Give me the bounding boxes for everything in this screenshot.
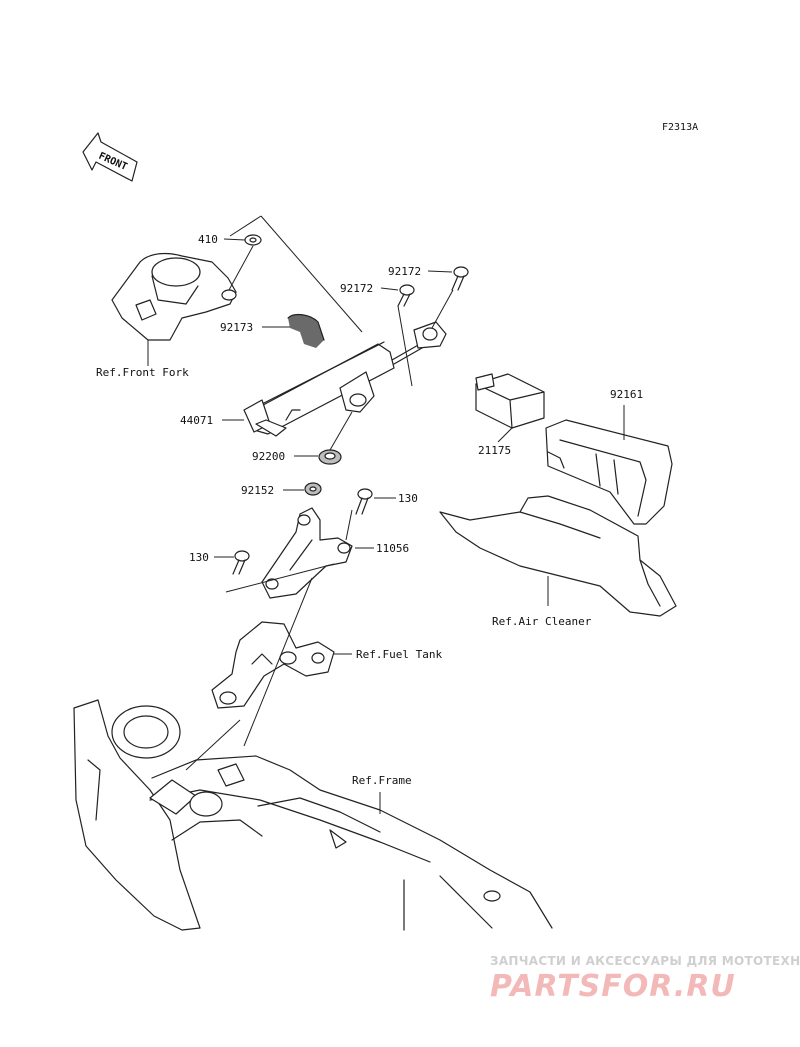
steering-damper-44071	[243, 321, 447, 437]
frame-ref	[73, 699, 553, 931]
watermark-logo: PARTSFOR.RU	[490, 969, 736, 1004]
fuel-tank-bracket	[211, 621, 335, 709]
label-92152: 92152	[241, 484, 274, 497]
label-ref-fuel-tank: Ref.Fuel Tank	[356, 648, 442, 661]
label-92172-upper: 92172	[388, 265, 421, 278]
front-fork-clamp	[111, 252, 237, 341]
label-92200: 92200	[252, 450, 285, 463]
washer-92200	[318, 449, 342, 465]
label-11056: 11056	[376, 542, 409, 555]
cover-92161	[545, 419, 673, 525]
screw-92172-upper	[451, 266, 469, 291]
watermark-tagline: ЗАПЧАСТИ И АКСЕССУАРЫ ДЛЯ МОТОТЕХНИКИ	[490, 954, 800, 968]
label-ref-air-cleaner: Ref.Air Cleaner	[492, 615, 592, 628]
front-arrow-icon: FRONT	[82, 132, 138, 182]
bracket-11056	[261, 507, 353, 599]
bolt-130-upper	[355, 488, 373, 515]
unit-21175	[475, 373, 545, 429]
label-44071: 44071	[180, 414, 213, 427]
label-92173: 92173	[220, 321, 253, 334]
label-ref-frame: Ref.Frame	[352, 774, 412, 787]
washer-410	[244, 234, 262, 246]
label-ref-front-fork: Ref.Front Fork	[96, 366, 189, 379]
air-cleaner-ref	[439, 495, 677, 617]
bushing-92173	[287, 313, 325, 348]
label-21175: 21175	[478, 444, 511, 457]
leader-lines	[147, 215, 625, 814]
screw-92172-lower	[397, 284, 415, 307]
label-410: 410	[198, 233, 218, 246]
bolt-130-lower	[232, 550, 250, 575]
label-92172-lower: 92172	[340, 282, 373, 295]
label-130-lower: 130	[189, 551, 209, 564]
label-130-upper: 130	[398, 492, 418, 505]
label-92161: 92161	[610, 388, 643, 401]
diagram-code: F2313A	[662, 122, 698, 133]
washer-92152	[304, 482, 322, 496]
